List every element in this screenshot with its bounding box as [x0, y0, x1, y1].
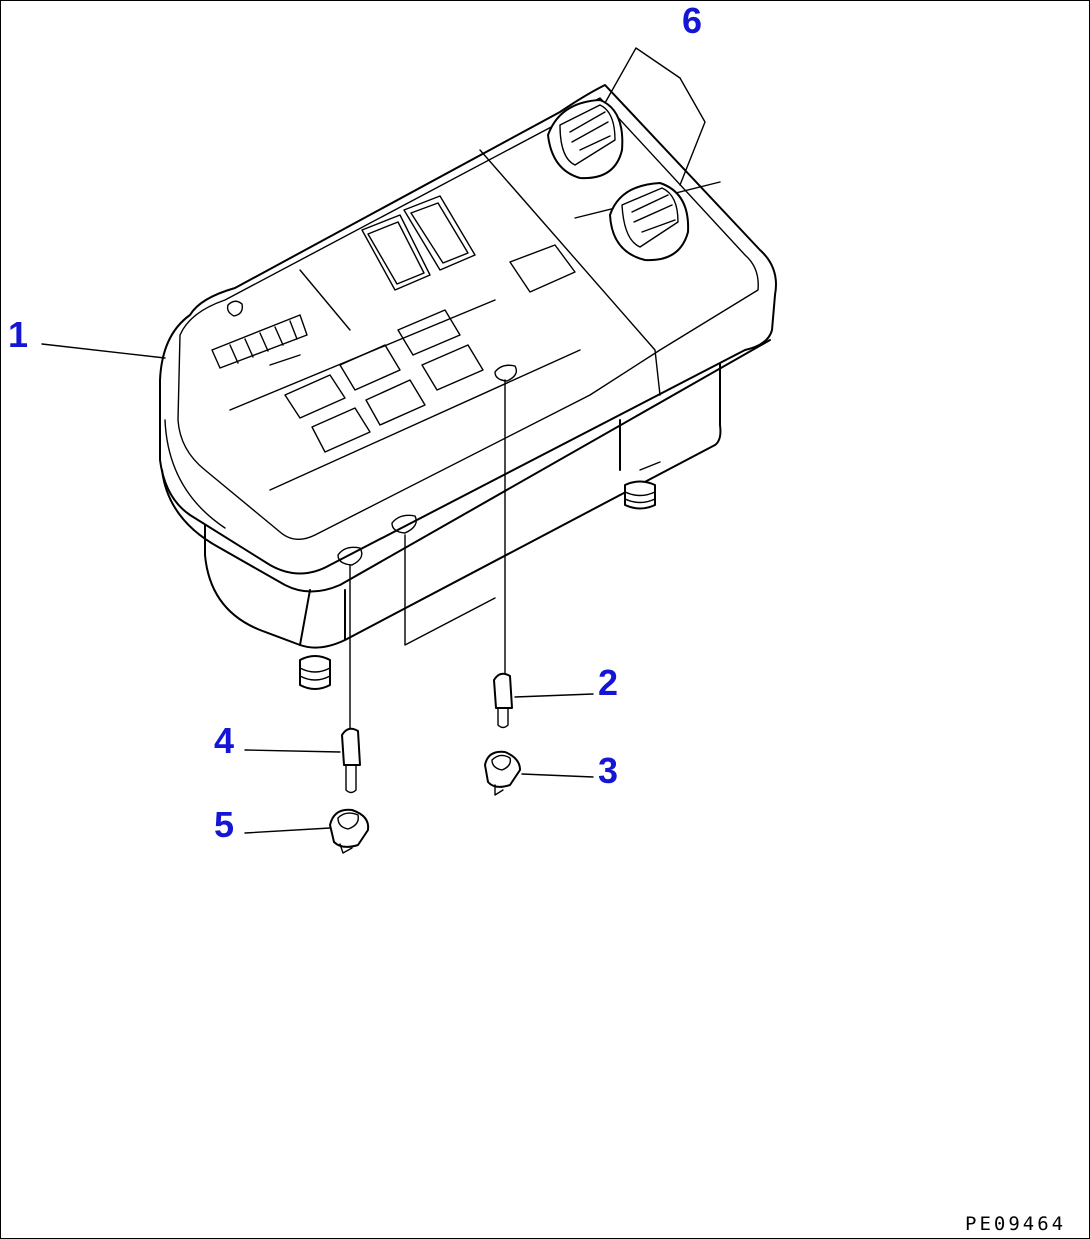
- callout-5: 5: [214, 804, 234, 845]
- bar-gauge: [211, 300, 308, 369]
- callout-1: 1: [8, 314, 28, 355]
- bulb-4: [341, 564, 361, 794]
- mounting-bolt-right: [624, 461, 661, 510]
- bulb-2: [493, 379, 513, 729]
- lamp-socket-holes: [337, 364, 518, 566]
- rotary-knob-lower: [609, 182, 690, 262]
- switch-buttons: [284, 309, 484, 453]
- monitor-lower-body: [204, 359, 722, 649]
- callout-4: 4: [214, 720, 234, 761]
- callout-6: 6: [682, 0, 702, 41]
- callout-2: 2: [598, 662, 618, 703]
- mounting-bolt-left: [299, 655, 331, 690]
- leader-lines: [41, 47, 706, 834]
- socket-3: [484, 750, 521, 796]
- callout-3: 3: [598, 750, 618, 791]
- display-windows: [361, 195, 576, 293]
- drawing-code: PE09464: [965, 1213, 1066, 1235]
- rotary-knob-upper: [547, 99, 624, 180]
- monitor-cover: [159, 84, 777, 593]
- socket-5: [329, 808, 370, 854]
